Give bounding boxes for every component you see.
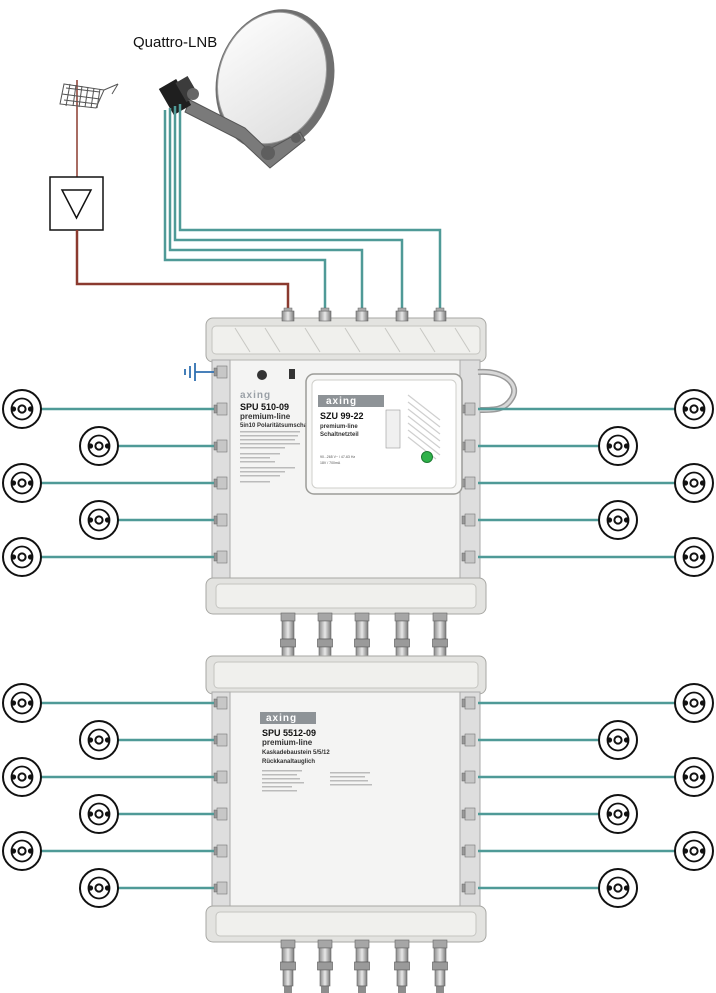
top-spec-print	[240, 431, 300, 483]
antenna-outlet-icon	[674, 537, 714, 577]
antenna-outlet-icon	[598, 500, 638, 540]
top-line: premium-line	[240, 412, 291, 421]
outlets-bottom-right	[598, 683, 714, 908]
lnb-cables	[163, 104, 442, 312]
antenna-outlet-icon	[79, 794, 119, 834]
antenna-outlet-icon	[674, 757, 714, 797]
psu-line1: premium-line	[320, 424, 358, 430]
lnb-label: Quattro-LNB	[133, 34, 217, 51]
bottom-subtitle2: Rückkanaltauglich	[262, 759, 315, 765]
antenna-outlet-icon	[2, 389, 42, 429]
antenna-outlet-icon	[598, 868, 638, 908]
psu-spec2: 18V / 700mA	[320, 461, 341, 465]
antenna-outlet-icon	[2, 463, 42, 503]
ground-symbol-icon	[184, 363, 214, 381]
psu-spec1: 90...265 V~ / 47-63 Hz	[320, 455, 355, 459]
antenna-outlet-icon	[598, 720, 638, 760]
antenna-outlet-icon	[79, 426, 119, 466]
antenna-outlet-icon	[79, 500, 119, 540]
quattro-lnb-icon	[158, 75, 199, 115]
cascade-connectors	[280, 612, 448, 658]
antenna-outlet-icon	[674, 463, 714, 503]
terrestrial-cable	[75, 230, 290, 312]
antenna-outlet-icon	[79, 868, 119, 908]
multiswitch-top: axing SPU 510-09 premium-line 5in10 Pola…	[205, 307, 517, 615]
power-supply-unit: axing SZU 99-22 premium-line Schaltnetzt…	[305, 373, 463, 495]
satellite-dish-icon	[158, 9, 335, 169]
antenna-outlet-icon	[674, 389, 714, 429]
antenna-outlet-icon	[674, 683, 714, 723]
antenna-outlet-icon	[79, 720, 119, 760]
outlets-bottom-left	[2, 683, 119, 908]
antenna-outlet-icon	[598, 426, 638, 466]
top-model: SPU 510-09	[240, 402, 289, 412]
antenna-outlet-icon	[2, 683, 42, 723]
terrestrial-antenna-icon	[59, 80, 119, 178]
bottom-model: SPU 5512-09	[262, 728, 316, 738]
antenna-outlet-icon	[674, 831, 714, 871]
bottom-spec-print	[262, 770, 372, 792]
bottom-subtitle: Kaskadebaustein 5/5/12	[262, 750, 330, 756]
top-brand: axing	[240, 390, 271, 401]
antenna-outlet-icon	[2, 537, 42, 577]
amplifier-triangle-icon	[49, 176, 104, 231]
antenna-outlet-icon	[2, 831, 42, 871]
antenna-outlet-icon	[2, 757, 42, 797]
multiswitch-bottom: axing SPU 5512-09 premium-line Kaskadeba…	[205, 655, 487, 993]
bottom-line: premium-line	[262, 738, 313, 747]
bottom-brand: axing	[266, 713, 297, 724]
output-cables	[38, 407, 678, 890]
antenna-outlet-icon	[598, 794, 638, 834]
psu-brand: axing	[326, 396, 357, 407]
psu-model: SZU 99-22	[320, 411, 364, 421]
psu-line2: Schaltnetzteil	[320, 432, 359, 438]
top-subtitle: 5in10 Polaritätsumschalter	[240, 423, 317, 429]
